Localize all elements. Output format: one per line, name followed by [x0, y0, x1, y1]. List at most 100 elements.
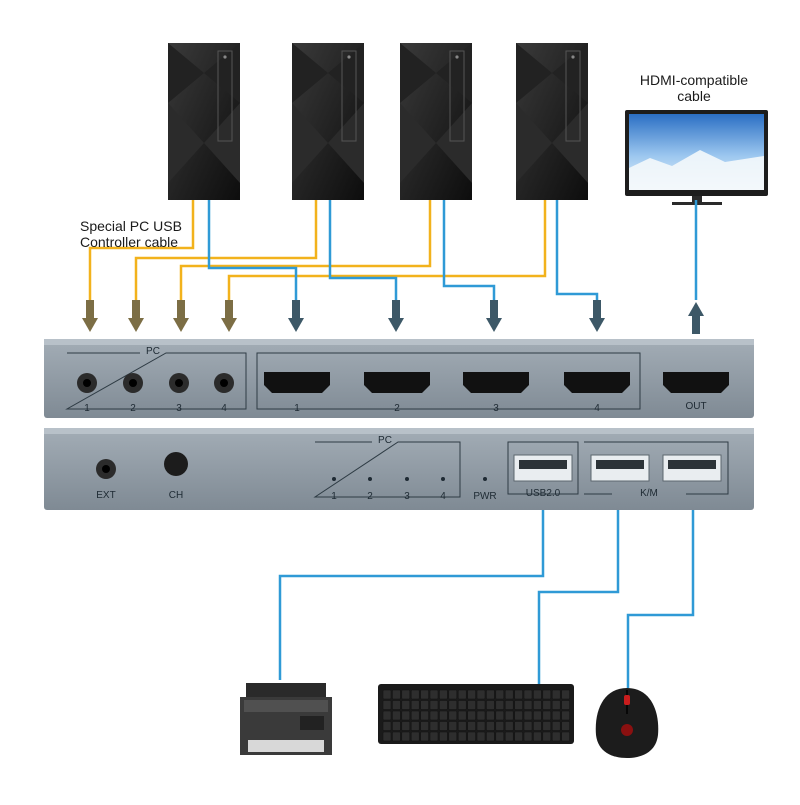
led-label-4: 4: [440, 491, 446, 502]
keyboard-key: [410, 721, 420, 731]
pc-tower-3: [400, 43, 472, 200]
keyboard-key: [551, 700, 561, 710]
keyboard-key: [410, 710, 420, 721]
led-label-1: 1: [331, 491, 337, 502]
keyboard-key: [495, 689, 505, 700]
keyboard-key: [410, 731, 420, 742]
hdmi-input-label-4: 4: [594, 403, 600, 414]
usb20-label: USB2.0: [525, 488, 561, 499]
keyboard-key: [495, 731, 505, 742]
keyboard-key: [439, 689, 448, 700]
keyboard-key: [420, 721, 429, 731]
keyboard-key: [382, 731, 392, 742]
keyboard-key: [467, 700, 476, 710]
keyboard-key: [448, 710, 458, 721]
keyboard-key: [401, 721, 411, 731]
keyboard-key: [476, 710, 486, 721]
keyboard-key: [514, 710, 523, 721]
keyboard-key: [551, 721, 561, 731]
cable-plugs: [82, 300, 704, 334]
keyboard-key: [420, 689, 429, 700]
keyboard-key: [504, 689, 514, 700]
keyboard-key: [542, 689, 552, 700]
keyboard-key: [401, 689, 411, 700]
keyboard-key: [523, 721, 533, 731]
keyboard-key: [561, 710, 570, 721]
keyboard-key: [561, 700, 570, 710]
keyboard-key: [514, 689, 523, 700]
keyboard-key: [476, 700, 486, 710]
keyboard-key: [561, 689, 570, 700]
audio-port-label-4: 4: [221, 403, 227, 414]
keyboard-key: [392, 721, 401, 731]
keyboard-key: [486, 689, 495, 700]
keyboard-key: [448, 700, 458, 710]
pc-tower-1: [168, 43, 240, 200]
ch-label: CH: [168, 490, 184, 501]
keyboard-key: [420, 731, 429, 742]
keyboard-key: [486, 731, 495, 742]
keyboard-key: [467, 731, 476, 742]
led-label-2: 2: [367, 491, 373, 502]
keyboard-key: [476, 721, 486, 731]
keyboard-key: [467, 689, 476, 700]
keyboard-key: [467, 710, 476, 721]
keyboard-key: [523, 700, 533, 710]
back-panel: [44, 339, 754, 418]
km-label: K/M: [640, 488, 658, 499]
keyboard-key: [382, 700, 392, 710]
keyboard-key: [542, 731, 552, 742]
keyboard-key: [382, 710, 392, 721]
keyboard-key: [392, 710, 401, 721]
pc-tower-4: [516, 43, 588, 200]
keyboard-key: [476, 731, 486, 742]
keyboard-key: [542, 710, 552, 721]
hdmi-cable-label: HDMI-compatible cable: [632, 72, 756, 104]
ext-label: EXT: [96, 490, 116, 501]
keyboard-key: [401, 710, 411, 721]
keyboard: [378, 684, 574, 744]
keyboard-key: [533, 689, 542, 700]
keyboard-key: [467, 721, 476, 731]
printer: [240, 683, 332, 755]
keyboard-key: [486, 710, 495, 721]
audio-port-label-2: 2: [130, 403, 136, 414]
hdmi-output-label: OUT: [685, 401, 707, 412]
keyboard-key: [429, 700, 439, 710]
special-cable-label: Special PC USB Controller cable: [80, 218, 182, 250]
keyboard-key: [439, 710, 448, 721]
hdmi-input-label-3: 3: [493, 403, 499, 414]
keyboard-key: [448, 721, 458, 731]
keyboard-key: [533, 700, 542, 710]
keyboard-key: [420, 700, 429, 710]
keyboard-key: [504, 710, 514, 721]
keyboard-key: [551, 731, 561, 742]
keyboard-key: [392, 700, 401, 710]
front-pc-group-label: PC: [378, 435, 392, 446]
keyboard-key: [457, 710, 467, 721]
keyboard-key: [448, 731, 458, 742]
audio-jacks: [77, 373, 234, 393]
hdmi-cable-label-line2: cable: [677, 88, 711, 104]
keyboard-key: [523, 689, 533, 700]
keyboard-key: [533, 710, 542, 721]
peripheral-cables: [278, 510, 695, 688]
keyboard-key: [457, 689, 467, 700]
keyboard-key: [401, 700, 411, 710]
keyboard-key: [542, 721, 552, 731]
led-indicators: [332, 477, 487, 481]
hdmi-input-cables: [207, 200, 698, 300]
audio-port-label-1: 1: [84, 403, 90, 414]
keyboard-key: [457, 731, 467, 742]
keyboard-key: [504, 700, 514, 710]
keyboard-key: [429, 710, 439, 721]
keyboard-key: [439, 700, 448, 710]
keyboard-key: [392, 731, 401, 742]
keyboard-key: [420, 710, 429, 721]
keyboard-key: [514, 721, 523, 731]
keyboard-key: [561, 721, 570, 731]
keyboard-key: [429, 731, 439, 742]
keyboard-key: [542, 700, 552, 710]
